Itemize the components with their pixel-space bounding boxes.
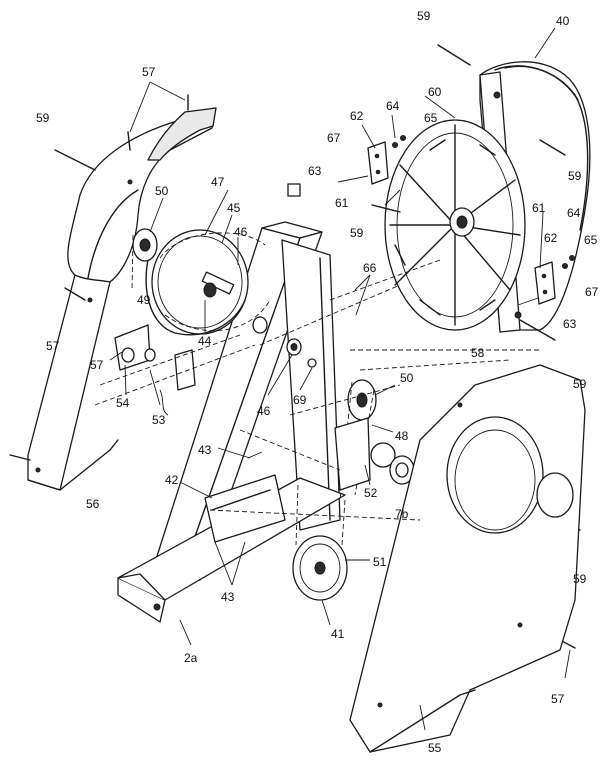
callout-label: 52 bbox=[364, 486, 378, 500]
callout-label: 62 bbox=[350, 109, 364, 123]
callout-label: 43 bbox=[221, 590, 235, 604]
callout-label: 61 bbox=[532, 201, 546, 215]
callout-label: 46 bbox=[257, 404, 271, 418]
callout-label: 57 bbox=[46, 339, 60, 353]
callout-label: 47 bbox=[211, 175, 225, 189]
callout-label: 59 bbox=[568, 169, 582, 183]
callout-label: 57 bbox=[90, 358, 104, 372]
callout-label: 64 bbox=[386, 99, 400, 113]
frame-cap bbox=[287, 183, 301, 197]
callout-label: 46 bbox=[234, 225, 248, 239]
callout-label: 40 bbox=[556, 14, 570, 28]
callout-label: 51 bbox=[373, 555, 387, 569]
callout-label: 59 bbox=[350, 226, 364, 240]
small-sprocket bbox=[131, 228, 158, 291]
callout-label: 49 bbox=[137, 293, 151, 307]
bushings bbox=[252, 316, 302, 356]
lower-magnet-bracket bbox=[517, 255, 575, 306]
callout-label: 7b bbox=[395, 507, 409, 521]
callout-label: 69 bbox=[293, 393, 307, 407]
lower-pulley bbox=[292, 484, 348, 601]
callout-label: 57 bbox=[551, 692, 565, 706]
callout-label: 64 bbox=[567, 206, 581, 220]
callout-label: 50 bbox=[155, 184, 169, 198]
callout-label: 61 bbox=[335, 196, 349, 210]
callout-label: 62 bbox=[544, 231, 558, 245]
callout-label: 2a bbox=[184, 651, 198, 665]
callout-label: 57 bbox=[142, 65, 156, 79]
callout-label: 50 bbox=[400, 371, 414, 385]
callout-label: 56 bbox=[86, 497, 100, 511]
fan-wheel bbox=[384, 119, 526, 331]
callout-label: 53 bbox=[152, 413, 166, 427]
callout-label: 43 bbox=[198, 443, 212, 457]
callout-label: 63 bbox=[308, 164, 322, 178]
callout-label: 42 bbox=[165, 473, 179, 487]
callout-label: 67 bbox=[585, 285, 599, 299]
callout-labels: 59 40 57 59 64 60 62 65 67 59 63 47 50 4… bbox=[36, 9, 599, 755]
left-rear-cover bbox=[27, 107, 217, 491]
pulley-bracket bbox=[334, 417, 396, 491]
callout-label: 59 bbox=[417, 9, 431, 23]
mount-plate bbox=[204, 451, 286, 543]
callout-label: 48 bbox=[395, 429, 409, 443]
upper-magnet-bracket bbox=[337, 135, 406, 185]
callout-label: 41 bbox=[331, 627, 345, 641]
stud bbox=[307, 358, 317, 368]
right-front-cover bbox=[349, 349, 586, 753]
drive-pulley bbox=[145, 229, 271, 336]
leader-lines bbox=[109, 27, 571, 731]
callout-label: 59 bbox=[573, 377, 587, 391]
callout-label: 58 bbox=[471, 346, 485, 360]
callout-label: 44 bbox=[198, 334, 212, 348]
screws bbox=[9, 44, 581, 649]
callout-label: 67 bbox=[327, 131, 341, 145]
callout-label: 63 bbox=[563, 317, 577, 331]
callout-label: 54 bbox=[116, 396, 130, 410]
alignment-lines bbox=[94, 259, 441, 521]
idler-assembly bbox=[114, 324, 196, 416]
callout-label: 55 bbox=[428, 741, 442, 755]
callout-label: 66 bbox=[363, 261, 377, 275]
callout-label: 60 bbox=[428, 85, 442, 99]
callout-label: 59 bbox=[36, 111, 50, 125]
callout-label: 45 bbox=[227, 201, 241, 215]
callout-label: 65 bbox=[584, 233, 598, 247]
callout-label: 65 bbox=[424, 111, 438, 125]
callout-label: 59 bbox=[573, 572, 587, 586]
